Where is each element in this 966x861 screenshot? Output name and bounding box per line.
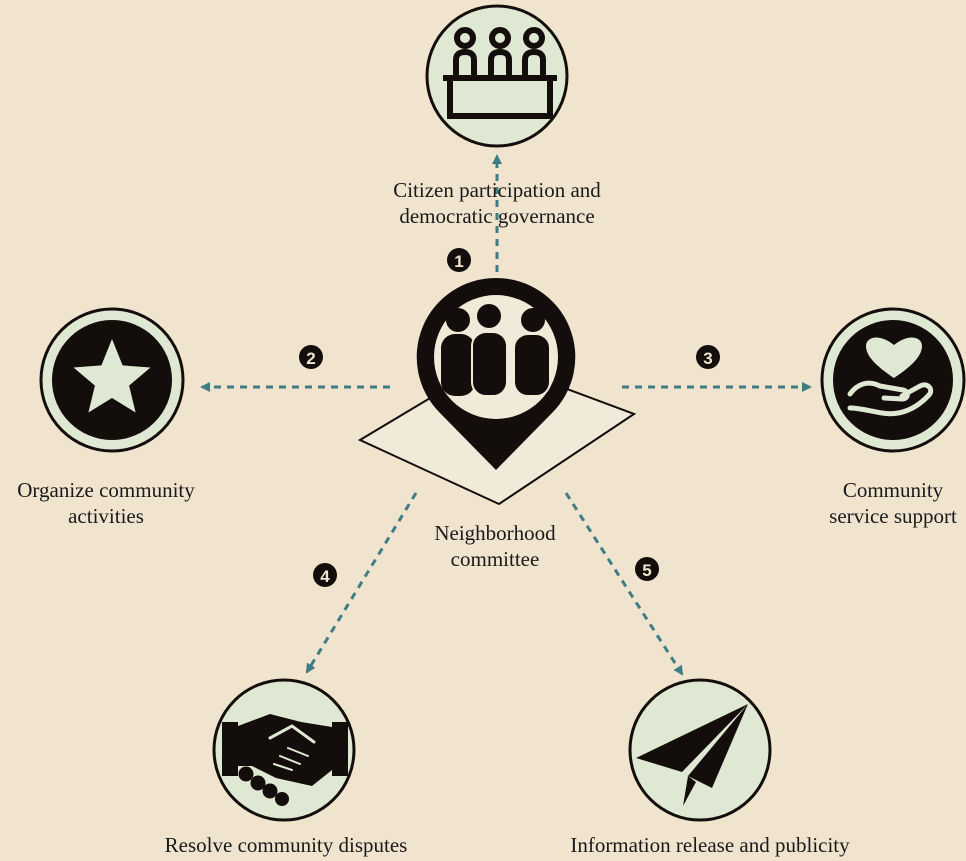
arrow-to-disputes	[305, 492, 418, 674]
service-label: Community service support	[829, 478, 957, 528]
disputes-node	[212, 678, 356, 822]
activities-label: Organize community activities	[17, 478, 195, 528]
step-badge-3: 3	[696, 345, 720, 369]
assembly-podium-icon	[443, 27, 557, 119]
center-label: Neighborhood committee	[434, 521, 556, 571]
step-badge-4-number: 4	[320, 567, 330, 586]
step-badge-1-number: 1	[454, 252, 463, 271]
step-badge-5: 5	[635, 557, 659, 581]
step-badge-5-number: 5	[642, 561, 651, 580]
center-node	[357, 277, 637, 506]
step-badge-2-number: 2	[306, 349, 315, 368]
governance-node	[425, 4, 569, 148]
activities-node	[39, 307, 185, 453]
step-badge-3-number: 3	[703, 349, 712, 368]
step-badge-2: 2	[299, 345, 323, 369]
paper-plane-icon	[636, 704, 748, 806]
disputes-label: Resolve community disputes	[164, 833, 408, 857]
publicity-label: Information release and publicity	[570, 833, 850, 857]
handshake-icon	[222, 714, 348, 806]
governance-label: Citizen participation and democratic gov…	[393, 178, 601, 228]
people-location-pin-icon	[416, 277, 576, 470]
service-node	[820, 307, 966, 453]
step-badge-4: 4	[313, 563, 337, 587]
step-badge-1: 1	[447, 248, 471, 272]
arrow-to-publicity	[564, 492, 684, 676]
publicity-node	[628, 678, 772, 822]
star-icon	[73, 339, 151, 413]
heart-in-hand-icon	[847, 337, 934, 417]
